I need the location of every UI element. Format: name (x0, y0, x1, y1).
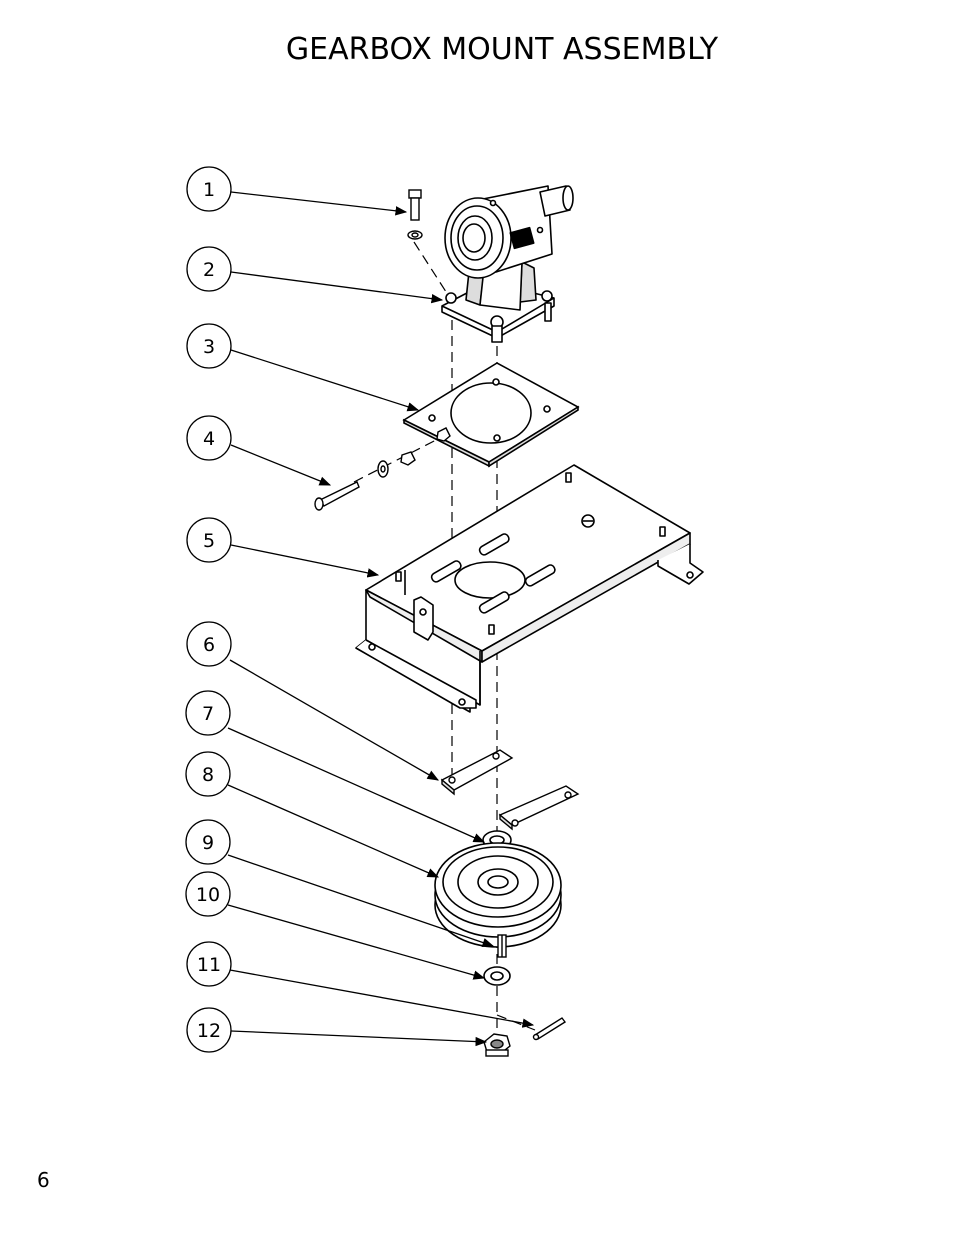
callout-9: 9 (186, 820, 230, 864)
callout-6: 6 (187, 622, 231, 666)
svg-text:8: 8 (202, 764, 214, 786)
svg-text:10: 10 (196, 884, 220, 906)
svg-text:4: 4 (203, 428, 215, 450)
callout-1: 1 (187, 167, 231, 211)
flat-washer (484, 967, 510, 985)
callout-7: 7 (186, 691, 230, 735)
svg-text:1: 1 (203, 179, 215, 201)
svg-text:3: 3 (203, 336, 215, 358)
callout-2: 2 (187, 247, 231, 291)
callout-3: 3 (187, 324, 231, 368)
gearbox-bolt (408, 190, 422, 239)
callout-8: 8 (186, 752, 230, 796)
callout-5: 5 (187, 518, 231, 562)
svg-text:11: 11 (197, 954, 221, 976)
gasket-plate (404, 363, 578, 466)
cotter-pin (534, 1018, 566, 1040)
callout-10: 10 (186, 872, 230, 916)
frame-bolt-set (315, 428, 450, 510)
shaft-key (498, 935, 506, 957)
svg-text:12: 12 (197, 1020, 221, 1042)
callout-4: 4 (187, 416, 231, 460)
callout-12: 12 (187, 1008, 231, 1052)
page-number: 6 (37, 1168, 50, 1192)
svg-text:6: 6 (203, 634, 215, 656)
castle-nut (484, 1034, 510, 1056)
svg-text:7: 7 (202, 703, 214, 725)
lower-brackets (442, 750, 578, 829)
gearbox (442, 186, 573, 342)
callout-balloons: 1 2 3 4 5 6 7 8 9 10 11 12 (186, 167, 231, 1052)
callout-11: 11 (187, 942, 231, 986)
svg-text:2: 2 (203, 259, 215, 281)
svg-text:9: 9 (202, 832, 214, 854)
mount-frame (356, 465, 703, 712)
pulley (435, 843, 561, 947)
svg-text:5: 5 (203, 530, 215, 552)
